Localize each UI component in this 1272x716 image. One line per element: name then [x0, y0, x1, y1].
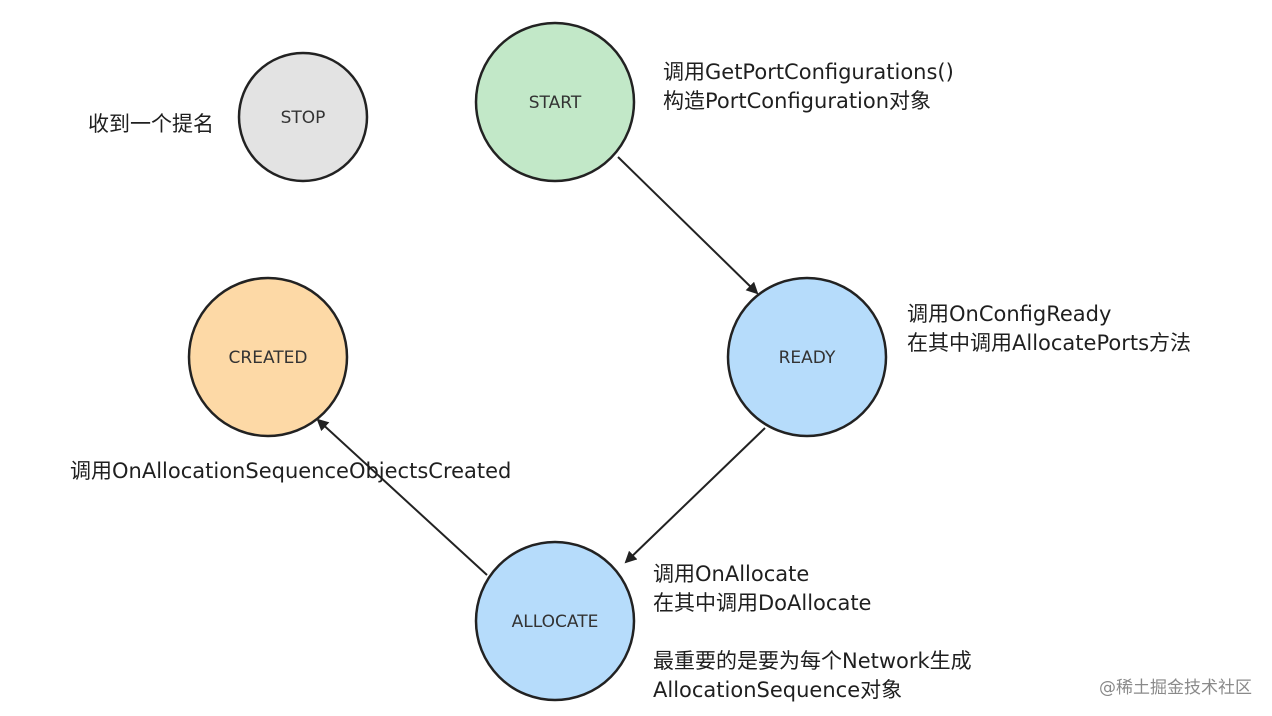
annotation-created-line-1: 调用OnAllocationSequenceObjectsCreated [70, 459, 512, 483]
node-ready-circle [726, 276, 888, 438]
node-stop: STOP [237, 51, 369, 183]
node-ready: READY [726, 276, 888, 438]
annotation-ready: 调用OnConfigReady 在其中调用AllocatePorts方法 [907, 300, 1191, 358]
annotation-ready-line-1: 调用OnConfigReady [907, 302, 1112, 326]
node-allocate: ALLOCATE [474, 540, 636, 702]
node-allocate-circle [474, 540, 636, 702]
node-start-label: START [529, 93, 582, 113]
annotation-start: 调用GetPortConfigurations() 构造PortConfigur… [663, 58, 954, 116]
node-start-circle [474, 21, 636, 183]
watermark: @稀土掘金技术社区 [1099, 678, 1252, 698]
annotation-allocate-line-2: 在其中调用DoAllocate [653, 591, 872, 615]
node-created: CREATED [187, 276, 349, 438]
node-allocate-label: ALLOCATE [512, 612, 599, 632]
node-created-label: CREATED [229, 348, 308, 368]
annotation-start-line-1: 调用GetPortConfigurations() [663, 60, 954, 84]
node-start: START [474, 21, 636, 183]
annotation-created: 调用OnAllocationSequenceObjectsCreated [70, 457, 511, 486]
node-ready-label: READY [779, 348, 836, 368]
edge-start-to-ready [617, 156, 759, 295]
node-stop-circle [237, 51, 369, 183]
annotation-allocate: 调用OnAllocate 在其中调用DoAllocate 最重要的是要为每个Ne… [653, 560, 972, 705]
annotation-allocate-extra-line-2: AllocationSequence对象 [653, 678, 903, 702]
annotation-start-line-2: 构造PortConfiguration对象 [663, 89, 932, 113]
annotation-ready-line-2: 在其中调用AllocatePorts方法 [907, 331, 1192, 355]
annotation-stop-line-1: 收到一个提名 [88, 112, 214, 136]
node-stop-label: STOP [281, 108, 326, 128]
edge-ready-to-allocate [624, 427, 766, 564]
annotation-allocate-extra-line-1: 最重要的是要为每个Network生成 [653, 649, 972, 673]
node-created-circle [187, 276, 349, 438]
edge-allocate-to-created [316, 418, 488, 576]
annotation-allocate-line-1: 调用OnAllocate [653, 562, 810, 586]
annotation-stop: 收到一个提名 [88, 110, 214, 139]
